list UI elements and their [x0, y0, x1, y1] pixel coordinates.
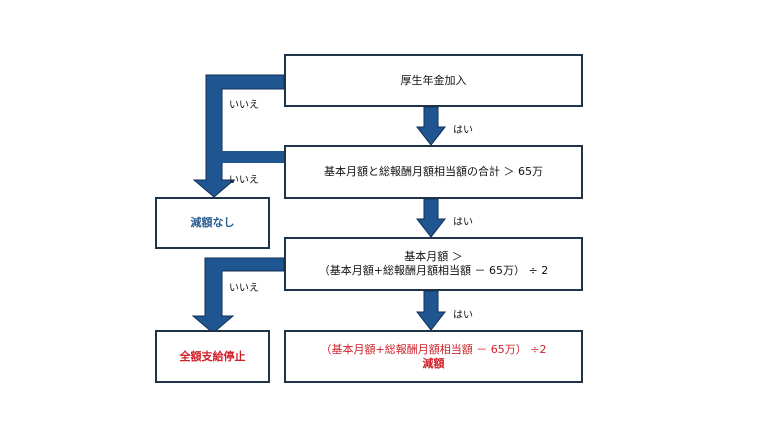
label-yes-1: はい — [453, 125, 473, 136]
label-yes-2: はい — [453, 217, 473, 228]
node-gokei-check: 基本月額と総報酬月額相当額の合計 ＞ 65万 — [284, 145, 583, 199]
label-no-3: いいえ — [229, 283, 259, 294]
node-no-reduction: 減額なし — [155, 197, 270, 249]
node-compare-line2: （基本月額+総報酬月額相当額 － 65万） ÷ 2 — [318, 264, 549, 277]
arrow-yes-1 — [415, 106, 447, 146]
arrow-yes-2 — [415, 198, 447, 238]
node-reduction: （基本月額+総報酬月額相当額 － 65万） ÷2 減額 — [284, 330, 583, 383]
arrow-no-2 — [220, 151, 284, 163]
arrow-no-3 — [191, 257, 285, 334]
label-yes-3: はい — [453, 310, 473, 321]
node-reduction-line1: （基本月額+総報酬月額相当額 － 65万） ÷2 — [320, 342, 547, 356]
label-no-2: いいえ — [229, 175, 259, 186]
node-kosei-nenkin: 厚生年金加入 — [284, 54, 583, 107]
arrow-yes-3 — [415, 290, 447, 331]
label-no-1: いいえ — [229, 100, 259, 111]
node-full-stop: 全額支給停止 — [155, 330, 270, 383]
arrow-no-1 — [192, 74, 285, 198]
node-reduction-line2: 減額 — [422, 356, 445, 370]
node-no-reduction-text: 減額なし — [190, 216, 235, 230]
node-compare: 基本月額 ＞ （基本月額+総報酬月額相当額 － 65万） ÷ 2 — [284, 237, 583, 291]
node-full-stop-text: 全額支給停止 — [179, 349, 246, 363]
node-kosei-nenkin-text: 厚生年金加入 — [400, 73, 467, 87]
node-compare-line1: 基本月額 ＞ — [404, 250, 463, 264]
node-gokei-check-text: 基本月額と総報酬月額相当額の合計 ＞ 65万 — [324, 165, 543, 179]
